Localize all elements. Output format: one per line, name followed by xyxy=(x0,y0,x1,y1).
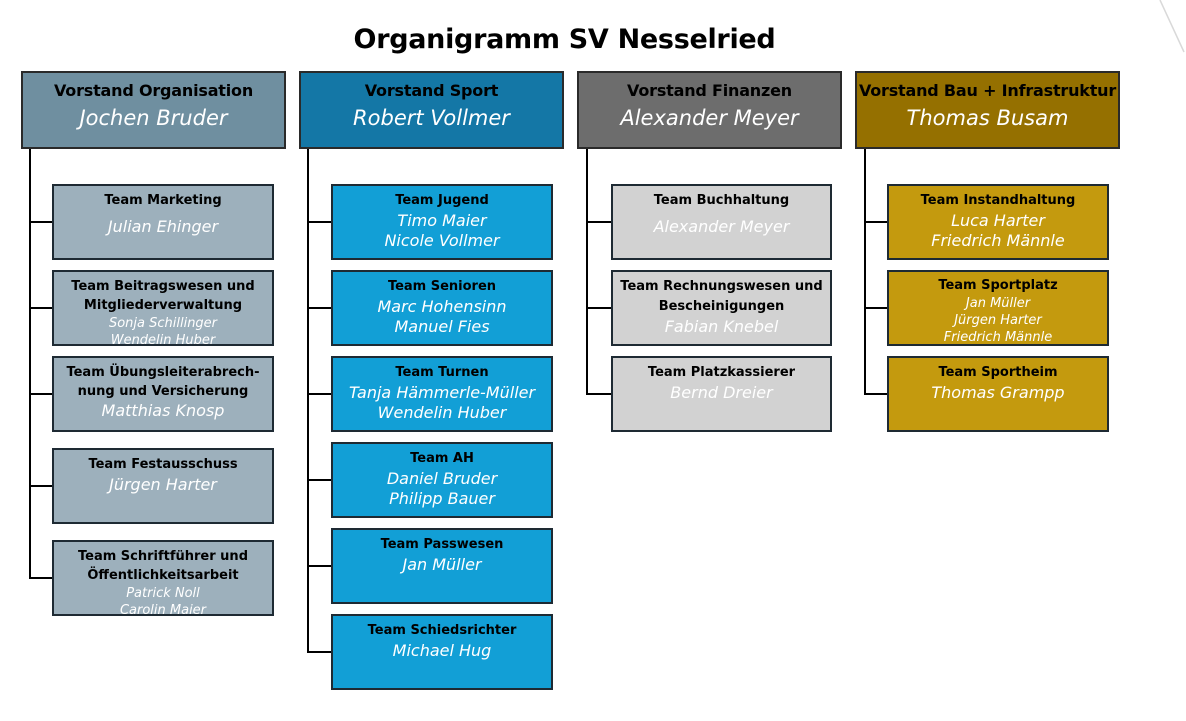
team-box: Team Platzkassierer Bernd Dreier xyxy=(611,356,832,432)
corner-decoration-line xyxy=(1159,0,1185,53)
team-member: Manuel Fies xyxy=(394,317,490,336)
connector-branch xyxy=(29,307,53,309)
team-member: Jürgen Harter xyxy=(109,475,217,494)
team-box: Team Festausschuss Jürgen Harter xyxy=(52,448,274,524)
board-head-title: Vorstand Finanzen xyxy=(627,81,792,100)
team-title: Team Senioren xyxy=(387,279,497,294)
team-box: Team AH Daniel Bruder Philipp Bauer xyxy=(331,442,553,518)
board-head-sport: Vorstand Sport Robert Vollmer xyxy=(299,71,564,149)
board-head-name: Robert Vollmer xyxy=(353,106,510,130)
team-title: Team Platzkassierer xyxy=(647,365,796,380)
team-member: Friedrich Männle xyxy=(943,330,1053,345)
team-member: Michael Hug xyxy=(392,641,492,660)
team-box: Team Jugend Timo Maier Nicole Vollmer xyxy=(331,184,553,260)
team-member: Julian Ehinger xyxy=(107,217,219,236)
board-head-name: Thomas Busam xyxy=(906,106,1069,130)
board-head-title: Vorstand Sport xyxy=(364,81,499,100)
connector-trunk xyxy=(307,149,309,652)
team-member: Patrick Noll xyxy=(126,586,200,601)
team-member: Daniel Bruder xyxy=(386,469,498,488)
team-title: Team AH xyxy=(410,451,474,466)
team-box: Team Sportheim Thomas Grampp xyxy=(887,356,1109,432)
connector-branch xyxy=(586,393,612,395)
team-box: Team Marketing Julian Ehinger xyxy=(52,184,274,260)
connector-branch xyxy=(586,221,612,223)
team-member: Jan Müller xyxy=(402,555,482,574)
team-title: Team Beitragswesen und Mitgliederverwalt… xyxy=(71,279,255,313)
team-box: Team Buchhaltung Alexander Meyer xyxy=(611,184,832,260)
team-box: Team Sportplatz Jan Müller Jürgen Harter… xyxy=(887,270,1109,346)
team-member: Jan Müller xyxy=(965,296,1031,311)
team-title: Team Schiedsrichter xyxy=(367,623,517,638)
team-member: Philipp Bauer xyxy=(389,489,495,508)
team-title: Team Festausschuss xyxy=(88,457,238,472)
connector-trunk xyxy=(864,149,866,395)
board-head-organisation: Vorstand Organisation Jochen Bruder xyxy=(21,71,286,149)
team-title: Team Schriftführer und Öffentlichkeitsar… xyxy=(77,549,248,583)
team-member: Carolin Maier xyxy=(119,603,207,618)
connector-branch xyxy=(307,393,331,395)
team-member: Friedrich Männle xyxy=(931,231,1065,250)
team-title: Team Turnen xyxy=(395,365,489,380)
team-member: Alexander Meyer xyxy=(653,217,790,236)
connector-branch xyxy=(864,393,888,395)
connector-branch xyxy=(29,221,53,223)
team-title: Team Sportplatz xyxy=(938,278,1058,293)
connector-branch xyxy=(307,565,331,567)
team-box: Team Senioren Marc Hohensinn Manuel Fies xyxy=(331,270,553,346)
team-box: Team Turnen Tanja Hämmerle-Müller Wendel… xyxy=(331,356,553,432)
team-member: Nicole Vollmer xyxy=(384,231,500,250)
connector-branch xyxy=(307,479,331,481)
connector-branch xyxy=(586,307,612,309)
connector-branch xyxy=(864,307,888,309)
team-member: Wendelin Huber xyxy=(377,403,507,422)
team-title: Team Instandhaltung xyxy=(920,193,1076,208)
connector-branch xyxy=(29,577,53,579)
board-head-title: Vorstand Bau + Infrastruktur xyxy=(858,81,1117,100)
team-member: Wendelin Huber xyxy=(110,333,216,348)
team-member: Marc Hohensinn xyxy=(377,297,507,316)
team-title: Team Jugend xyxy=(395,193,489,208)
team-title: Team Marketing xyxy=(104,193,222,208)
connector-branch xyxy=(307,651,331,653)
team-title: Team Passwesen xyxy=(380,537,504,552)
team-member: Jürgen Harter xyxy=(954,313,1042,328)
team-title: Team Sportheim xyxy=(938,365,1058,380)
connector-branch xyxy=(307,221,331,223)
team-title: Team Übungsleiterabrech-nung und Versich… xyxy=(66,365,260,399)
team-member: Thomas Grampp xyxy=(931,383,1065,402)
team-member: Sonja Schillinger xyxy=(108,316,218,331)
connector-trunk xyxy=(29,149,31,579)
team-box: Team Beitragswesen und Mitgliederverwalt… xyxy=(52,270,274,348)
team-box: Team Passwesen Jan Müller xyxy=(331,528,553,604)
board-head-bau: Vorstand Bau + Infrastruktur Thomas Busa… xyxy=(855,71,1120,149)
team-member: Timo Maier xyxy=(397,211,487,230)
page-title: Organigramm SV Nesselried xyxy=(353,24,776,55)
board-head-name: Alexander Meyer xyxy=(620,106,799,130)
board-head-name: Jochen Bruder xyxy=(79,106,228,130)
team-member: Luca Harter xyxy=(951,211,1045,230)
team-member: Bernd Dreier xyxy=(670,383,773,402)
connector-trunk xyxy=(586,149,588,395)
team-title: Team Buchhaltung xyxy=(653,193,790,208)
team-box: Team Rechnungswesen und Bescheinigungen … xyxy=(611,270,832,346)
connector-branch xyxy=(307,307,331,309)
connector-branch xyxy=(29,393,53,395)
connector-branch xyxy=(864,221,888,223)
team-box: Team Übungsleiterabrech-nung und Versich… xyxy=(52,356,274,432)
team-member: Matthias Knosp xyxy=(101,401,225,420)
team-box: Team Instandhaltung Luca Harter Friedric… xyxy=(887,184,1109,260)
connector-branch xyxy=(29,485,53,487)
team-title: Team Rechnungswesen und Bescheinigungen xyxy=(620,279,823,314)
team-member: Fabian Knebel xyxy=(664,317,779,336)
board-head-finanzen: Vorstand Finanzen Alexander Meyer xyxy=(577,71,842,149)
team-box: Team Schriftführer und Öffentlichkeitsar… xyxy=(52,540,274,618)
team-box: Team Schiedsrichter Michael Hug xyxy=(331,614,553,690)
board-head-title: Vorstand Organisation xyxy=(53,81,254,100)
team-member: Tanja Hämmerle-Müller xyxy=(348,383,536,402)
